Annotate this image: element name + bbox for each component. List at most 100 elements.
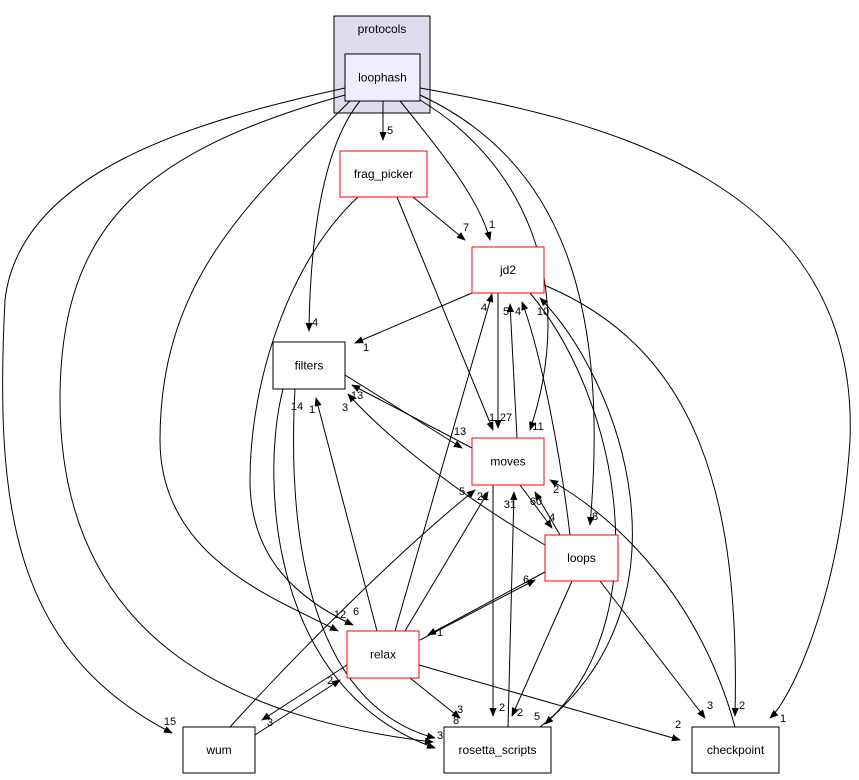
edge-label[interactable]: 2 [517, 707, 523, 719]
edge-label[interactable]: 2 [739, 700, 745, 712]
node-label: moves [490, 455, 525, 469]
edge-relax-to-wum[interactable] [261, 664, 348, 721]
edge-label[interactable]: 21 [477, 491, 489, 503]
edge-wum-to-moves[interactable] [229, 489, 476, 728]
edge-label[interactable]: 1 [489, 412, 495, 424]
edge-loophash-to-loops[interactable] [419, 94, 595, 526]
node-box [544, 534, 619, 582]
edge-relax-to-jd2[interactable] [394, 293, 494, 632]
node-box [339, 150, 428, 198]
node-label: jd2 [499, 263, 516, 277]
node-jd2[interactable]: jd2 [471, 246, 545, 294]
edge-loophash-to-moves[interactable] [419, 99, 549, 431]
edge-label[interactable]: 10 [537, 306, 549, 318]
edge-frag_picker-to-moves[interactable] [396, 196, 494, 431]
edge-jd2-to-filters[interactable] [354, 292, 473, 344]
edge-frag_picker-to-relax[interactable] [249, 196, 359, 626]
node-relax[interactable]: relax [346, 630, 420, 679]
edge-loops-to-moves[interactable] [534, 491, 561, 536]
edge-label[interactable]: 6 [523, 574, 529, 586]
edge-relax-to-rosetta_scripts[interactable] [409, 677, 461, 719]
edge-relax-to-checkpoint[interactable] [418, 664, 681, 742]
node-frag_picker[interactable]: frag_picker [339, 150, 428, 198]
edge-loophash-to-rosetta_scripts[interactable] [59, 94, 434, 745]
edge-label[interactable]: 4 [515, 306, 521, 318]
edge-rosetta_scripts-to-moves[interactable] [507, 491, 518, 728]
edge-jd2-to-checkpoint[interactable] [543, 284, 739, 717]
edge-rosetta_scripts-to-filters[interactable] [273, 388, 436, 749]
edge-label[interactable]: 3 [707, 700, 713, 712]
edge-label[interactable]: 11 [532, 421, 543, 433]
node-label: loophash [358, 71, 407, 85]
edge-loophash-to-wum[interactable] [2, 87, 346, 734]
edge-label[interactable]: 8 [592, 511, 598, 523]
node-moves[interactable]: moves [471, 437, 545, 486]
edge-label[interactable]: 4 [312, 317, 318, 329]
edge-label[interactable]: 2 [499, 702, 505, 714]
node-rosetta_scripts[interactable]: rosetta_scripts [443, 726, 552, 774]
edge-loops-to-jd2[interactable] [521, 301, 571, 536]
edge-loops-to-checkpoint[interactable] [599, 580, 706, 719]
edge-label[interactable]: 60 [530, 496, 542, 508]
edge-wum-to-relax[interactable] [254, 679, 341, 736]
edge-loophash-to-jd2[interactable] [399, 100, 492, 241]
node-loops[interactable]: loops [544, 534, 619, 582]
node-box [471, 437, 545, 486]
edge-label[interactable]: 2 [675, 719, 681, 731]
edge-relax-to-moves[interactable] [404, 491, 489, 632]
edge-label[interactable]: 4 [549, 512, 555, 524]
edge-loophash-to-relax[interactable] [159, 100, 351, 632]
edge-label[interactable]: 3 [437, 730, 443, 742]
edge-label[interactable]: 1 [309, 404, 315, 416]
edge-relax-to-loops[interactable] [419, 579, 536, 641]
node-box [691, 726, 780, 774]
node-wum[interactable]: wum [182, 726, 256, 774]
edge-label[interactable]: 1 [780, 713, 786, 725]
edge-label[interactable]: 8 [453, 715, 459, 727]
edge-label[interactable]: 5 [387, 125, 393, 137]
edge-label[interactable]: 1 [437, 627, 443, 639]
edge-loops-to-rosetta_scripts[interactable] [511, 580, 573, 717]
edge-label[interactable]: 1 [363, 342, 369, 354]
edge-checkpoint-to-moves[interactable] [549, 479, 736, 728]
edge-label[interactable]: 7 [463, 222, 469, 234]
edge-frag_picker-to-jd2[interactable] [412, 196, 466, 241]
node-box [346, 630, 420, 679]
edge-label[interactable]: 4 [481, 302, 487, 314]
edge-label[interactable]: 27 [500, 412, 512, 424]
edge-moves-to-jd2[interactable] [506, 303, 518, 439]
edge-moves-to-loops[interactable] [519, 484, 553, 529]
edge-label[interactable]: 2 [327, 675, 333, 687]
edge-label[interactable]: 3 [457, 704, 463, 716]
edge-relax-to-filters[interactable] [314, 397, 378, 632]
edge-label[interactable]: 14 [291, 401, 303, 413]
edge-filters-to-rosetta_scripts[interactable] [293, 388, 436, 740]
edge-label[interactable]: 2 [553, 484, 559, 496]
edge-label[interactable]: 5 [534, 711, 540, 723]
node-loophash[interactable]: loophash [344, 53, 421, 102]
edge-loophash-to-filters[interactable] [305, 100, 361, 332]
edge-rosetta_scripts-to-jd2[interactable] [539, 297, 633, 728]
edge-label[interactable]: 13 [351, 390, 363, 402]
edge-label[interactable]: 3 [267, 717, 273, 729]
edge-label[interactable]: 31 [504, 499, 516, 511]
edge-label[interactable]: 6 [353, 606, 359, 618]
node-label: loops [567, 551, 596, 565]
edge-label[interactable]: 3 [342, 402, 348, 414]
edge-label[interactable]: 15 [164, 716, 176, 728]
edge-label[interactable]: 5 [459, 486, 465, 498]
edge-label[interactable]: 12 [334, 609, 346, 621]
edge-loophash-to-checkpoint[interactable] [419, 87, 851, 719]
edge-loops-to-filters[interactable] [347, 393, 546, 546]
node-box [471, 246, 545, 294]
node-label: frag_picker [354, 167, 413, 181]
node-filters[interactable]: filters [272, 341, 346, 390]
edge-label[interactable]: 1 [489, 219, 495, 231]
node-box [182, 726, 256, 774]
edge-moves-to-filters[interactable] [351, 384, 473, 449]
node-checkpoint[interactable]: checkpoint [691, 726, 780, 774]
edge-jd2-to-rosetta_scripts[interactable] [529, 292, 617, 725]
edge-label[interactable]: 5 [503, 306, 509, 318]
edge-label[interactable]: 13 [454, 426, 466, 438]
edge-loops-to-relax[interactable] [427, 571, 546, 636]
